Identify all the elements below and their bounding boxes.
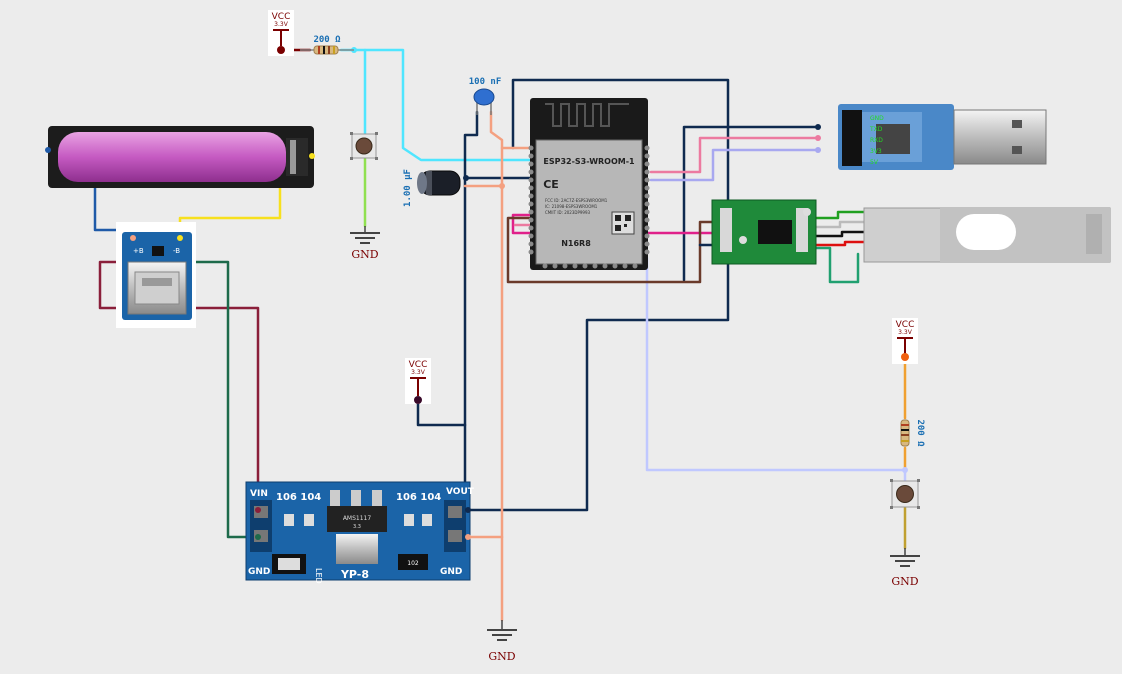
push-button-top[interactable] <box>350 132 378 160</box>
vcc-voltage: 3.3V <box>411 369 426 376</box>
junction-dot <box>499 183 505 189</box>
vcc-right: VCC 3.3V <box>892 318 918 364</box>
vcc-label: VCC <box>272 12 291 22</box>
gnd-label: GND <box>891 575 918 588</box>
wire-pink <box>649 136 820 174</box>
led-label: LED <box>314 568 323 584</box>
hx711-module <box>711 199 817 265</box>
battery-holder <box>45 126 315 188</box>
regulator-board: VIN VOUT 106 104 106 104 GND GND AMS1117… <box>245 481 475 584</box>
usb-a-plug <box>953 109 1047 165</box>
vcc-top: VCC 3.3V <box>268 10 294 56</box>
capacitor-value: 100 nF <box>469 77 502 87</box>
board-name: YP-8 <box>340 568 369 581</box>
wire-navy-usb <box>682 125 820 282</box>
wire-navy-mid-vcc <box>416 398 467 427</box>
battery-cell <box>58 132 286 182</box>
vcc-middle: VCC 3.3V <box>405 358 431 404</box>
capacitor-electrolytic: 1.00 µF <box>403 169 461 207</box>
wire-cyan <box>339 48 539 162</box>
vcc-voltage: 3.3V <box>274 21 289 28</box>
wire-brown <box>506 216 722 284</box>
antenna-trace <box>545 103 629 127</box>
capacitor-value: 1.00 µF <box>403 169 413 207</box>
cap-code-left: 106 104 <box>276 492 321 503</box>
vcc-label: VCC <box>409 360 428 370</box>
wire-lavender <box>649 148 820 182</box>
chip-sub-label: 3.3 <box>353 524 361 530</box>
pin-label: GND <box>870 115 884 122</box>
wire-lightblue <box>645 256 907 492</box>
junction-dot <box>902 467 908 473</box>
ams1117-chip <box>327 506 387 532</box>
resistor-value: 200 Ω <box>915 419 925 447</box>
capacitor-ceramic: 100 nF <box>469 77 502 115</box>
charger-module: +B -B <box>116 222 196 328</box>
pin-label: 5V <box>870 159 879 166</box>
gnd-left-label: GND <box>248 567 270 577</box>
pin-label: 3V3 <box>870 148 882 155</box>
usb-serial-adapter: GND TXD RXD 3V3 5V <box>815 104 1047 170</box>
gnd-label: GND <box>351 248 378 261</box>
wire-maroon <box>98 260 260 512</box>
charger-plus-label: +B <box>133 247 144 255</box>
charger-minus-label: -B <box>173 247 180 255</box>
esp32-model: ESP32-S3-WROOM-1 <box>543 157 635 166</box>
gnd-top: GND <box>350 226 380 261</box>
vout-label: VOUT <box>446 487 475 497</box>
esp32-variant: N16R8 <box>561 239 591 248</box>
vcc-pin <box>414 396 422 404</box>
gnd-bottom: GND <box>487 620 517 663</box>
esp32-fineprint-3: CMIIT ID: 2023DP9993 <box>545 210 591 215</box>
resistor-value: 200 Ω <box>313 35 341 45</box>
chip-label: AMS1117 <box>343 515 372 522</box>
gnd-right-label: GND <box>440 567 462 577</box>
vcc-pin <box>901 353 909 361</box>
wire-navy-top <box>466 78 730 512</box>
esp32-pads <box>528 145 650 269</box>
vcc-pin <box>277 46 285 54</box>
ce-mark: CE <box>543 178 559 191</box>
pin-label: RXD <box>870 137 883 144</box>
serial-chip <box>876 124 910 154</box>
usb-serial-pins: GND TXD RXD 3V3 5V <box>842 110 884 166</box>
vin-label: VIN <box>250 489 268 499</box>
esp32-fineprint-1: FCC ID: 2AC7Z-ESPS3WROOM1 <box>545 198 608 203</box>
hx711-chip <box>758 220 792 244</box>
push-button-right[interactable] <box>890 479 920 509</box>
gnd-right: GND <box>890 548 920 588</box>
vcc-label: VCC <box>896 320 915 330</box>
esp32-module: ESP32-S3-WROOM-1 CE FCC ID: 2AC7Z-ESPS3W… <box>528 98 650 270</box>
cap-code-right: 106 104 <box>396 492 441 503</box>
esp32-fineprint-2: IC: 21098-ESPS3WROOM1 <box>545 204 598 209</box>
junction-dot <box>463 175 469 181</box>
vcc-voltage: 3.3V <box>898 329 913 336</box>
resistor-top: 200 Ω <box>300 35 354 55</box>
resistor-code: 102 <box>407 560 419 567</box>
wire-salmon-cap <box>489 110 504 622</box>
resistor-right: 200 Ω <box>900 419 925 447</box>
wire-teal-hx <box>806 246 860 284</box>
pin-label: TXD <box>869 126 883 133</box>
wire-darkgreen <box>178 260 260 539</box>
wire-navy-cap <box>463 110 479 512</box>
gnd-label: GND <box>488 650 515 663</box>
load-cell <box>863 207 1111 263</box>
